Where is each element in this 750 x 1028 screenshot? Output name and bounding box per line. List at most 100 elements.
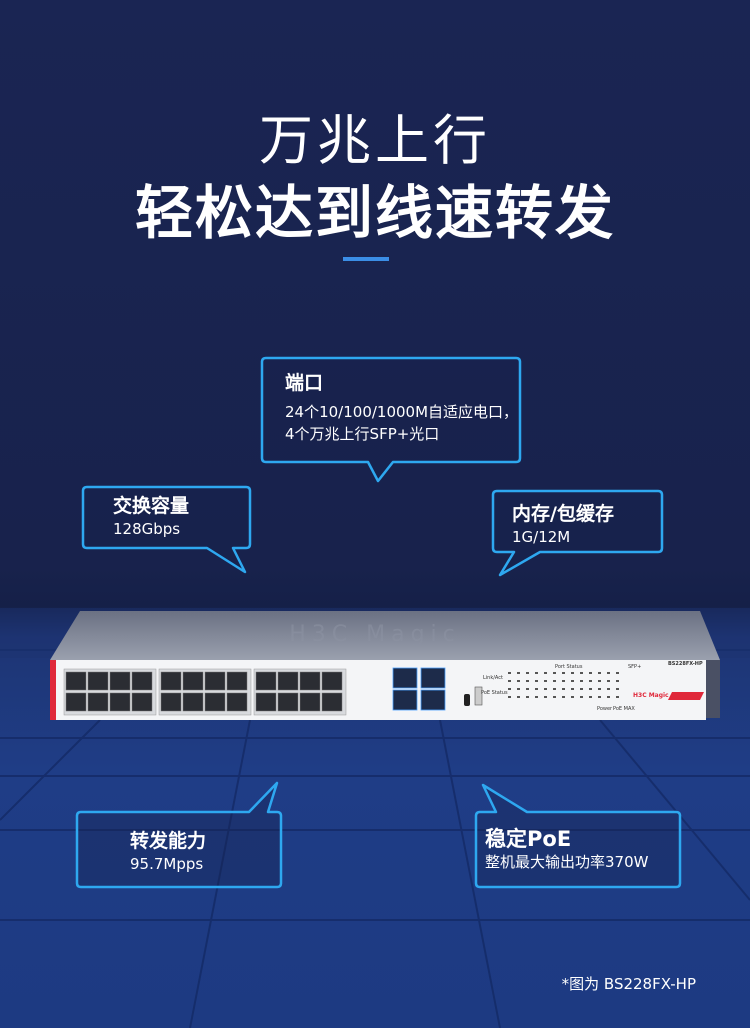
rj45-port: [182, 671, 204, 691]
rj45-port: [299, 671, 321, 691]
sfp-port: [392, 667, 418, 689]
led: [535, 696, 538, 698]
led: [517, 688, 520, 690]
rj45-port: [87, 692, 109, 712]
brand-stripe: [50, 660, 56, 720]
callout-title: 稳定PoE: [485, 827, 572, 851]
rj45-port: [65, 671, 87, 691]
usb-port: [474, 686, 483, 706]
rj45-port: [299, 692, 321, 712]
led: [589, 680, 592, 682]
led: [616, 680, 619, 682]
rj45-port: [204, 692, 226, 712]
rj45-port: [255, 692, 277, 712]
led: [508, 672, 511, 674]
led: [607, 688, 610, 690]
device-brand: H3C Magic: [633, 692, 669, 699]
led: [553, 672, 556, 674]
callout-forwarding: 转发能力 95.7Mpps: [130, 829, 206, 875]
callout-title: 转发能力: [130, 830, 207, 852]
led: [562, 688, 565, 690]
rj45-port: [65, 692, 87, 712]
led: [616, 688, 619, 690]
rj45-port: [321, 692, 343, 712]
led: [544, 672, 547, 674]
title-divider: [343, 257, 389, 261]
led: [508, 688, 511, 690]
callout-line: 128Gbps: [113, 520, 181, 538]
led: [580, 680, 583, 682]
callout-title: 内存/包缓存: [512, 503, 614, 525]
callout-title: 端口: [285, 372, 324, 394]
led: [517, 696, 520, 698]
led: [553, 688, 556, 690]
led: [571, 680, 574, 682]
led: [526, 672, 529, 674]
reset-button: [464, 694, 470, 706]
rj45-port: [160, 671, 182, 691]
callout-line: 24个10/100/1000M自适应电口，: [285, 403, 519, 421]
led: [589, 672, 592, 674]
led: [526, 696, 529, 698]
rj45-port: [204, 671, 226, 691]
rj45-port: [321, 671, 343, 691]
led: [598, 688, 601, 690]
poe-max-label: PoE MAX: [613, 706, 635, 712]
callout-frame-forwarding: [75, 781, 283, 889]
led: [562, 672, 565, 674]
poe-status-label: PoE Status: [481, 690, 508, 696]
rj45-port-group: [63, 668, 347, 716]
led: [544, 696, 547, 698]
led: [508, 696, 511, 698]
led: [589, 696, 592, 698]
callout-title: 交换容量: [113, 495, 190, 517]
led: [598, 696, 601, 698]
led: [589, 688, 592, 690]
switch-top-logo: H3C Magic: [289, 622, 461, 647]
led: [580, 672, 583, 674]
callout-frame-poe: [474, 783, 682, 889]
rj45-port: [109, 671, 131, 691]
sfp-port: [420, 667, 446, 689]
callout-ports: 端口 24个10/100/1000M自适应电口， 4个万兆上行SFP+光口: [285, 371, 518, 445]
callout-switching-capacity: 交换容量 128Gbps: [113, 494, 189, 540]
sfp-port: [392, 689, 418, 711]
led: [535, 688, 538, 690]
led: [607, 696, 610, 698]
led: [598, 672, 601, 674]
rj45-port: [87, 671, 109, 691]
led: [571, 672, 574, 674]
rj45-port: [109, 692, 131, 712]
led: [508, 680, 511, 682]
rj45-port: [226, 692, 248, 712]
port-status-label: Port Status: [555, 664, 583, 670]
rj45-port: [160, 692, 182, 712]
led: [571, 688, 574, 690]
led: [571, 696, 574, 698]
led: [580, 688, 583, 690]
link-act-label: Link/Act: [483, 675, 503, 681]
rj45-port: [182, 692, 204, 712]
brand-red-mark: [668, 692, 704, 700]
led: [526, 680, 529, 682]
sfp-port: [420, 689, 446, 711]
switch-top-cover: [50, 611, 720, 660]
led: [616, 696, 619, 698]
led: [535, 680, 538, 682]
led: [598, 680, 601, 682]
led: [544, 688, 547, 690]
led: [544, 680, 547, 682]
led: [517, 672, 520, 674]
led: [553, 680, 556, 682]
rj45-port: [277, 671, 299, 691]
headline-line2: 轻松达到线速转发: [134, 179, 615, 247]
callout-line: 整机最大输出功率370W: [485, 853, 649, 871]
callout-buffer: 内存/包缓存 1G/12M: [512, 502, 614, 548]
led: [607, 672, 610, 674]
led: [535, 672, 538, 674]
callout-frame-buffer: [491, 489, 664, 577]
sfp-label: SFP+: [628, 664, 642, 670]
